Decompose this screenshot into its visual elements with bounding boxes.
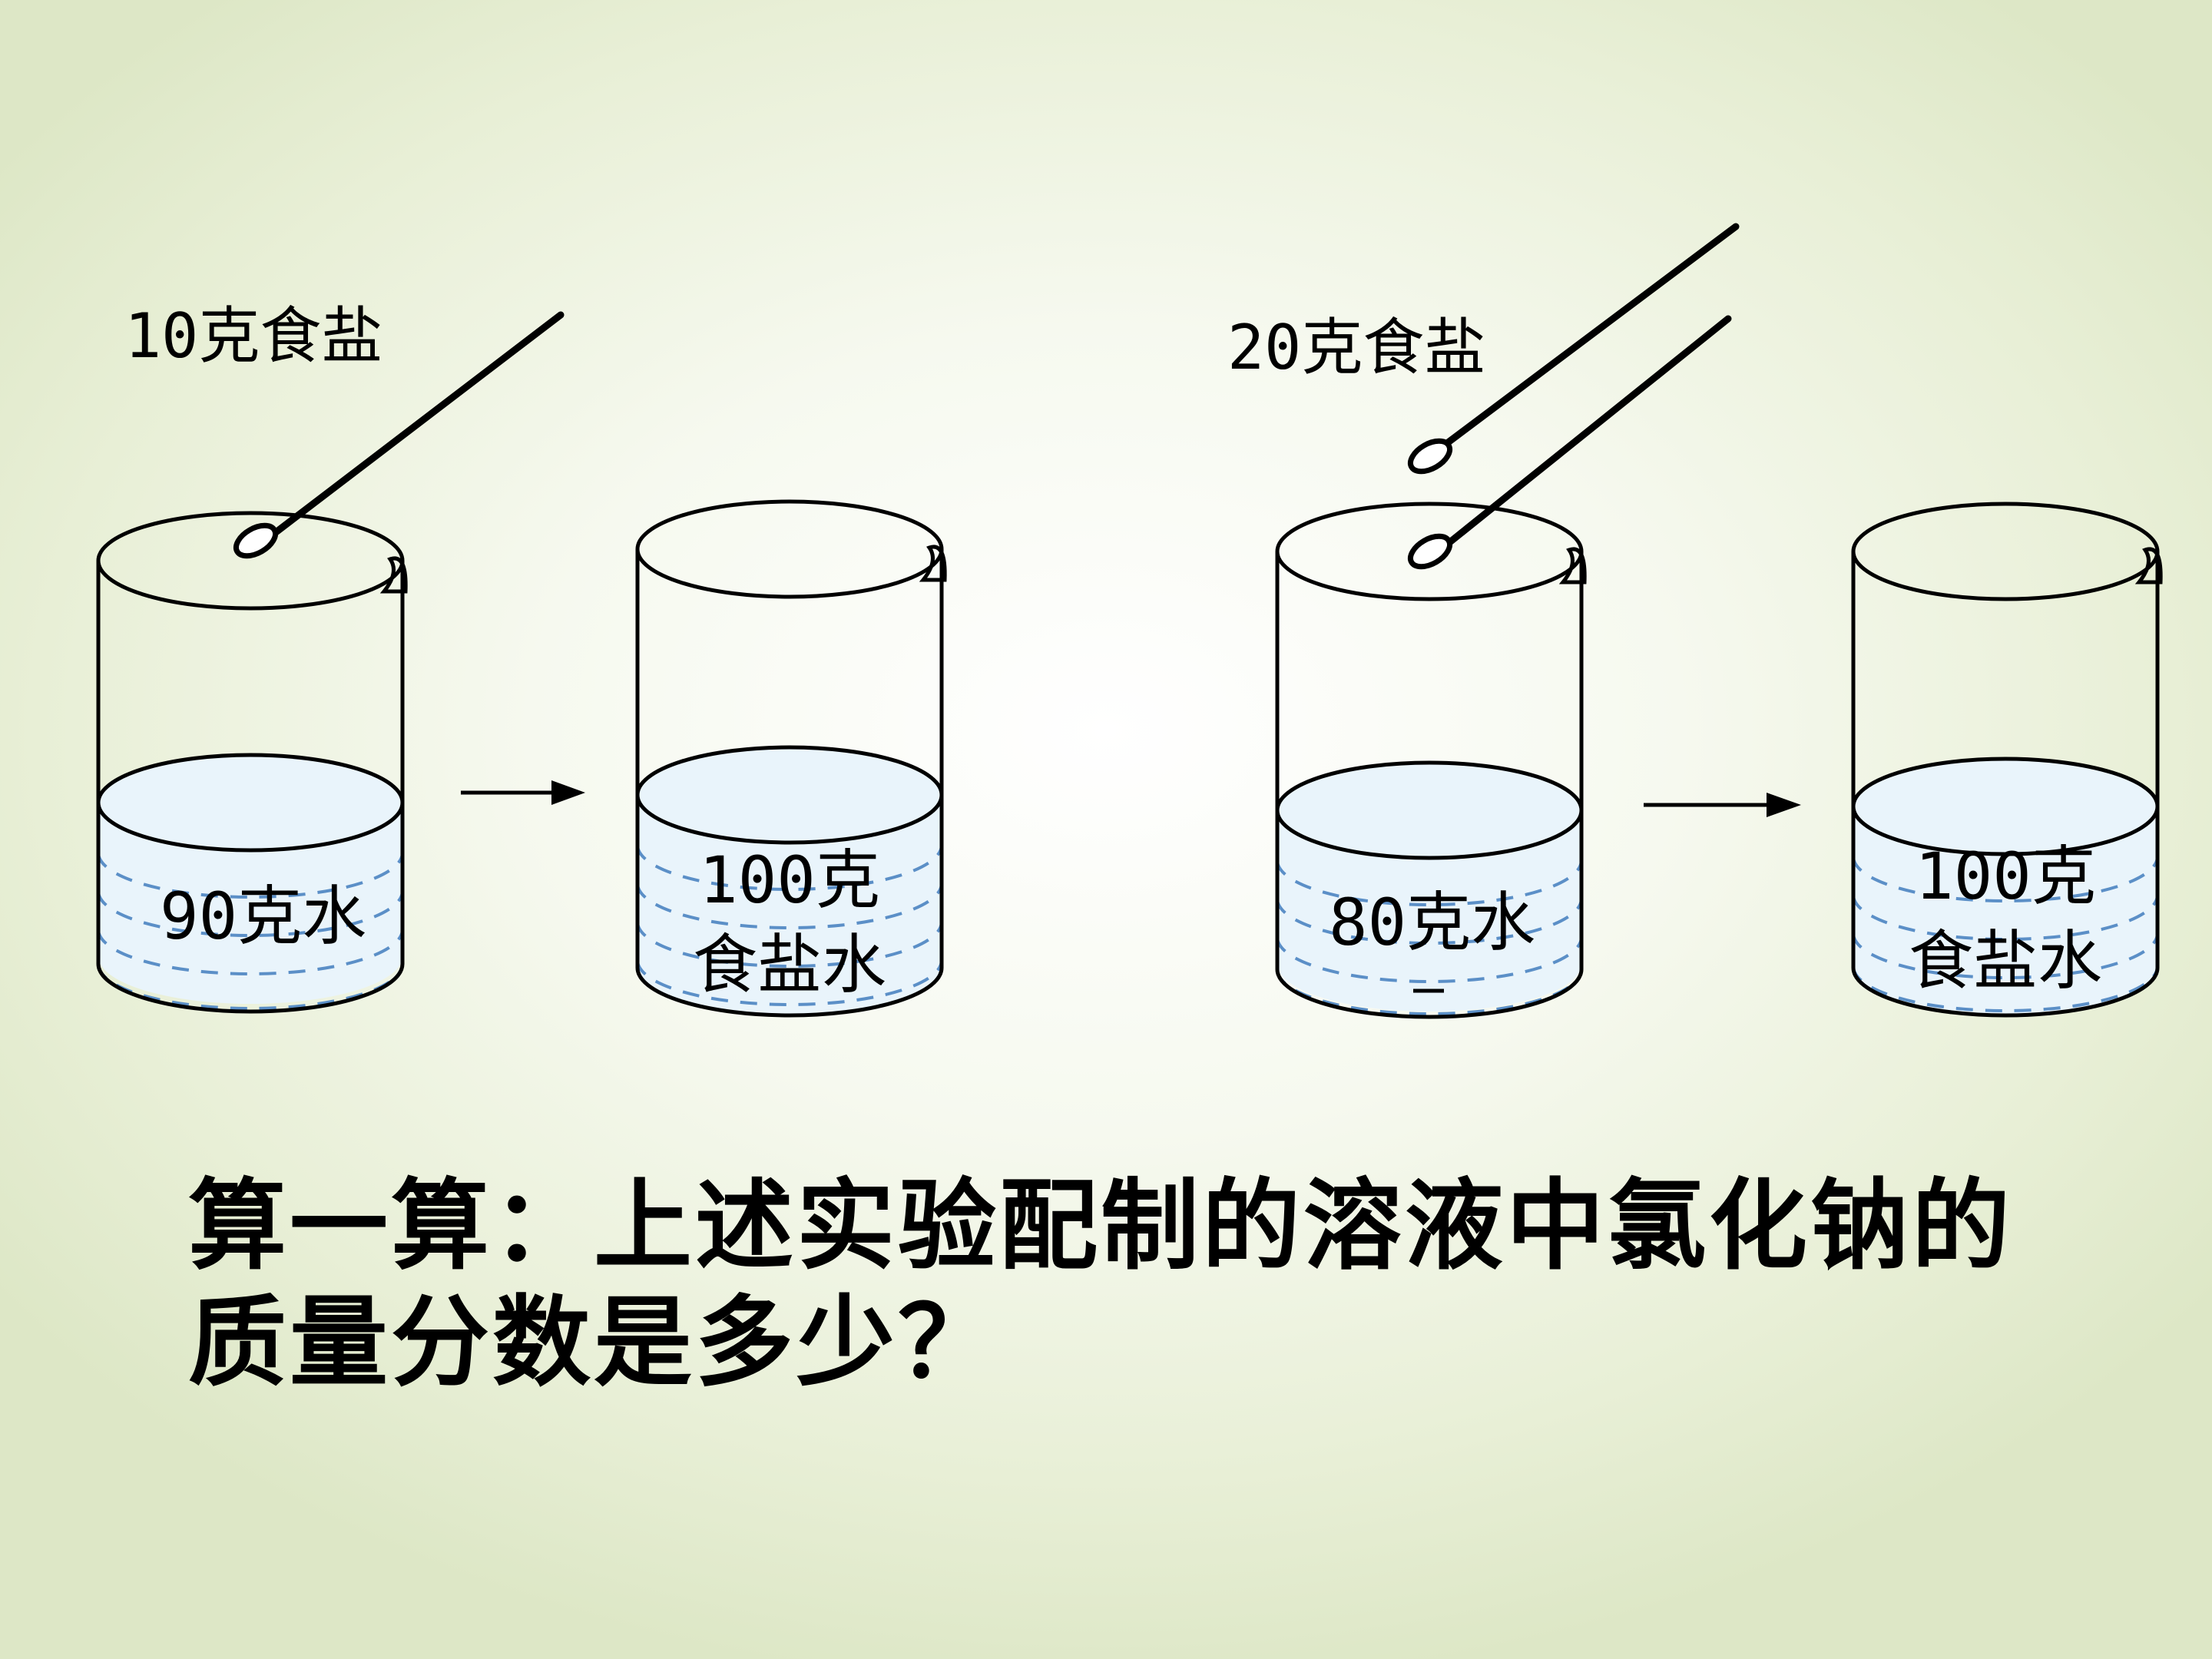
beaker-2: [635, 499, 947, 1018]
beaker-1: [96, 511, 408, 1014]
result-label-1b: 食盐水: [693, 927, 886, 1002]
result-label-2a: 100克: [1915, 839, 2096, 914]
arrow-2: [1644, 793, 1801, 817]
spoon-3: [1407, 315, 1732, 570]
beaker-rim-4: [1851, 502, 2160, 601]
salt-label-1: 10克食盐: [124, 300, 382, 372]
water-label-1: 90克水: [160, 879, 366, 954]
beaker-3: [1275, 502, 1587, 1019]
water-label-2: 80克水: [1329, 885, 1535, 960]
result-label-2b: 食盐水: [1909, 923, 2102, 998]
experiment-1: 10克食盐 90克水: [96, 300, 947, 1018]
beaker-rim-2: [635, 499, 944, 599]
arrow-1: [461, 780, 585, 805]
beaker-4: [1851, 502, 2163, 1018]
question-text: 算一算：上述实验配制的溶液中氯化钠的质量分数是多少？: [188, 1168, 2014, 1400]
experiment-2: 20克食盐 80克水: [1227, 223, 2163, 1019]
result-label-1a: 100克: [699, 843, 880, 918]
spoon-1: [233, 311, 565, 559]
spoon-2: [1407, 223, 1740, 475]
salt-label-2: 20克食盐: [1227, 312, 1485, 383]
